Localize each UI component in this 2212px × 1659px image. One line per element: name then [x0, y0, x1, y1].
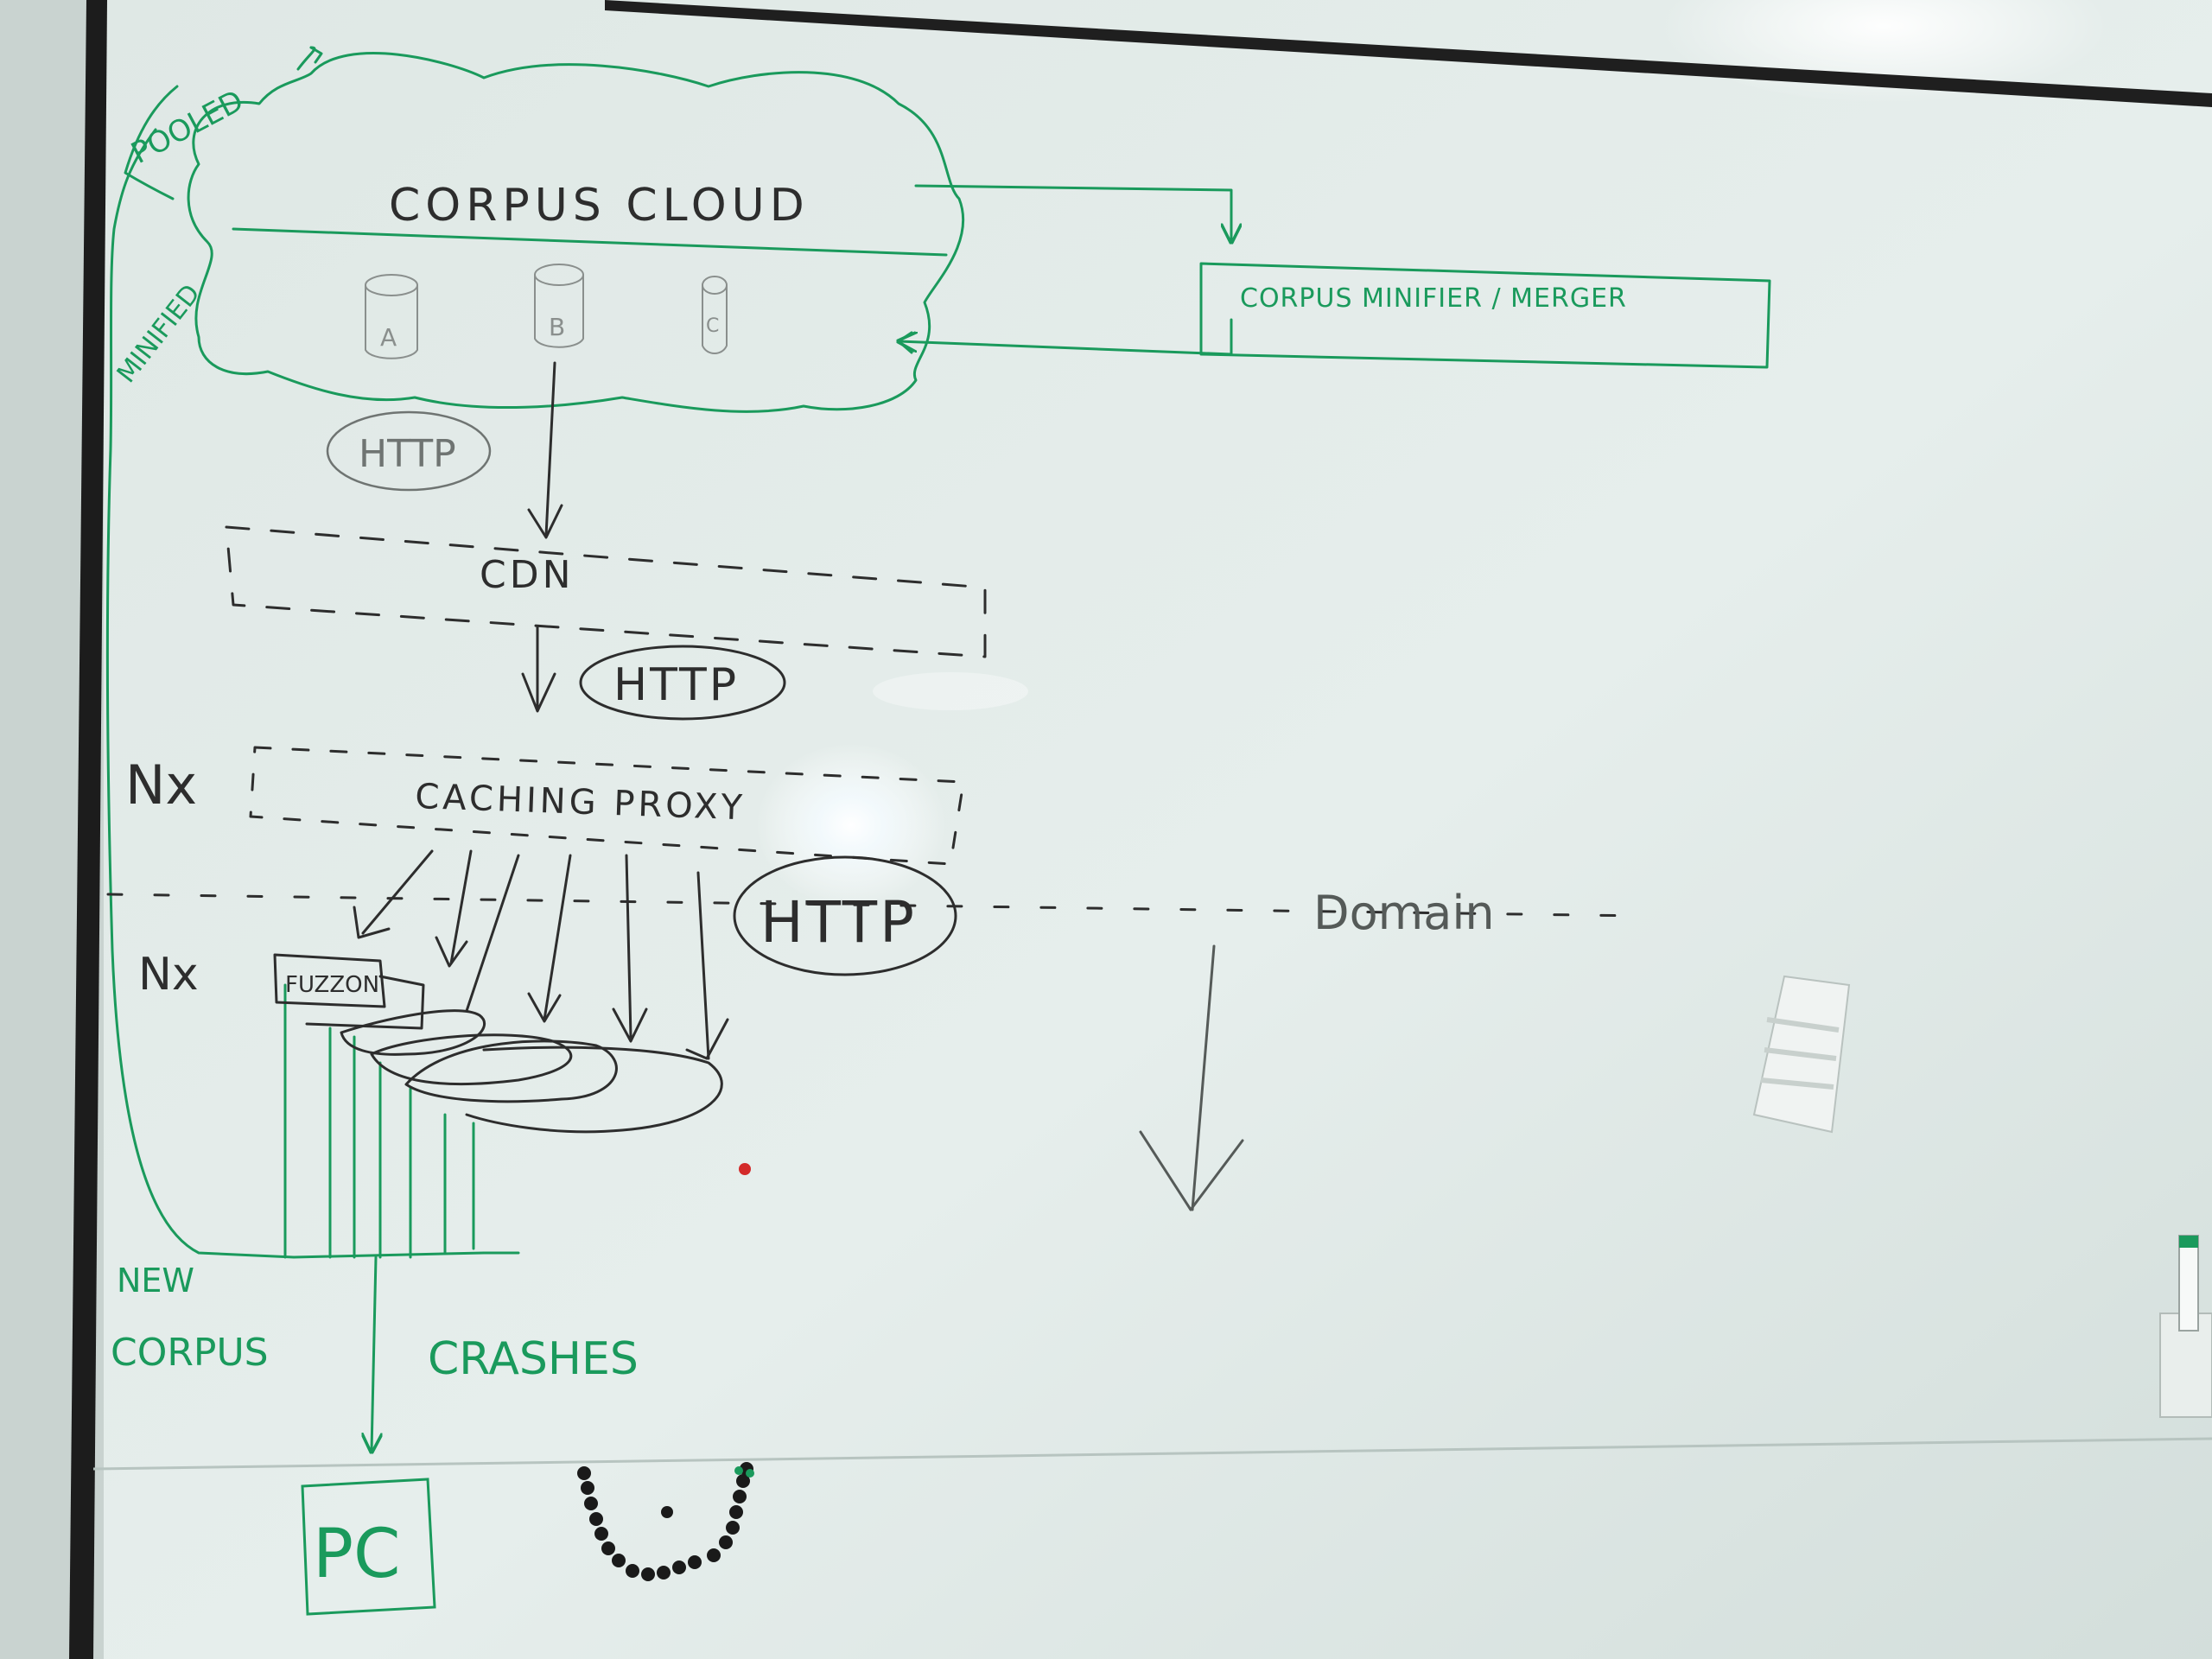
proxy-arrow-2 [449, 849, 473, 965]
cloud-divider [232, 227, 948, 257]
node-b-label: B [549, 313, 565, 341]
new-corpus-label-line1: NEW [117, 1262, 194, 1300]
new-corpus-label-line2: CORPUS [111, 1331, 269, 1375]
proxy-arrow-3 [465, 854, 520, 1013]
red-magnet [739, 1163, 751, 1175]
cloud-to-cdn-arrow [544, 361, 556, 537]
http-top-label: HTTP [359, 432, 456, 476]
http-ellipse-top [326, 410, 492, 492]
cloud-to-minifier-arrow [914, 184, 1231, 242]
nx-fuzz-label: Nx [138, 949, 199, 1001]
board-surface [104, 0, 2212, 1659]
db-cylinder-c [702, 276, 728, 354]
wall-shelf [1752, 975, 1851, 1134]
fuzz-box-label: FUZZON [285, 972, 379, 998]
fuzz-collector [292, 1251, 520, 1259]
pc-box [301, 1478, 436, 1616]
flash-glare [756, 743, 946, 907]
minified-feedback-line [105, 128, 296, 1259]
cdn-label: CDN [480, 553, 575, 597]
fuzz-stack-3 [370, 1033, 573, 1086]
node-a-label: A [380, 323, 397, 352]
db-cylinder-a [365, 274, 418, 359]
http-ellipse-mid [579, 645, 786, 721]
pc-label: PC [313, 1516, 401, 1593]
crashes-label: CRASHES [428, 1333, 639, 1385]
crash-to-pc-arrow [372, 1255, 376, 1452]
http-mid-label: HTTP [613, 659, 739, 711]
nx-proxy-label: Nx [125, 753, 197, 817]
magnet-smiley [577, 1462, 754, 1581]
cdn-box [225, 525, 987, 658]
corpus-cloud-outline [187, 52, 965, 413]
caching-proxy-box [249, 746, 965, 866]
proxy-arrow-6 [696, 871, 710, 1060]
board-seam [92, 1437, 2212, 1471]
marker-holder [2159, 1235, 2212, 1418]
fuzz-stack-5 [465, 1046, 723, 1134]
board-frame-top [605, 0, 2212, 107]
domain-label: Domain [1313, 886, 1495, 940]
glare-streak [873, 672, 1028, 710]
minifier-label: CORPUS MINIFIER / MERGER [1240, 283, 1627, 314]
http-ellipse-low [733, 855, 957, 976]
proxy-arrow-5 [625, 854, 632, 1039]
pooled-arrow [124, 85, 179, 200]
db-cylinder-b [534, 264, 584, 348]
fuzz-box [273, 953, 386, 1008]
board-frame-left [69, 0, 107, 1659]
cloud-title: CORPUS CLOUD [389, 180, 810, 232]
node-c-label: C [706, 315, 719, 337]
http-low-label: HTTP [760, 889, 917, 956]
proxy-arrow-4 [543, 854, 572, 1021]
domain-arrow [1191, 944, 1216, 1211]
proxy-arrow-1 [361, 849, 434, 935]
fuzz-stack-2 [340, 1009, 486, 1056]
minifier-box [1199, 262, 1771, 369]
fuzz-stack-4 [404, 1039, 618, 1103]
